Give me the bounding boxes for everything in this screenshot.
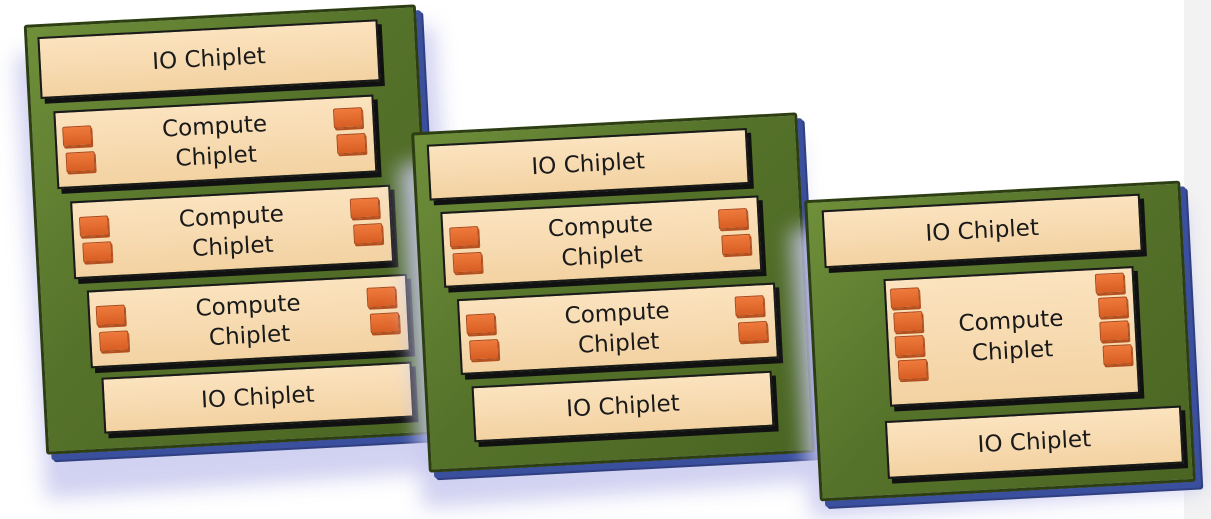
connector-pad [99,330,130,352]
connector-pad [349,197,380,219]
connector-pad [62,125,93,147]
io-chiplet-label: IO Chiplet [200,381,316,414]
connector-pad [465,313,496,335]
compute-chiplet-label: Compute Chiplet [194,290,302,352]
connector-pad [897,358,928,381]
compute-chiplet: Compute Chiplet [440,195,763,288]
io-chiplet-bottom: IO Chiplet [471,370,775,443]
package-three-chiplets: IO Chiplet Compute Chiplet IO Chiplet [804,180,1196,502]
compute-chiplet-label: Compute Chiplet [957,305,1065,367]
connector-pad [717,207,748,230]
io-chiplet-label: IO Chiplet [151,43,267,76]
compute-chiplet-label: Compute Chiplet [161,111,268,172]
compute-chiplet: Compute Chiplet [70,184,395,280]
connector-pad [95,304,126,327]
connector-pad [894,335,925,357]
connector-pad [721,233,752,256]
compute-chiplet: Compute Chiplet [86,273,411,369]
compute-chiplet: Compute Chiplet [456,282,779,375]
connector-pad [78,215,109,237]
io-chiplet-label: IO Chiplet [530,148,646,181]
io-chiplet-label: IO Chiplet [977,426,1092,459]
compute-chiplet-label: Compute Chiplet [563,298,671,359]
io-chiplet-bottom: IO Chiplet [101,361,415,434]
connector-pad [82,241,113,263]
connector-pad [469,339,500,361]
connector-pad [65,151,96,173]
io-chiplet-label: IO Chiplet [924,214,1040,247]
compute-chiplet-label: Compute Chiplet [178,201,285,262]
connector-pad [452,251,483,274]
connector-pad [1098,296,1129,318]
connector-pad [737,320,768,343]
connector-pad [336,132,367,155]
connector-pad [366,286,397,308]
connector-pad [332,107,363,129]
compute-chiplet-label: Compute Chiplet [547,210,654,272]
io-chiplet-bottom: IO Chiplet [884,405,1184,479]
io-chiplet-top: IO Chiplet [821,193,1143,269]
connector-pad [1094,272,1125,294]
connector-pad [369,312,400,334]
io-chiplet-top: IO Chiplet [426,127,750,201]
io-chiplet-top: IO Chiplet [37,19,381,99]
connector-pad [1102,344,1133,366]
compute-chiplet: Compute Chiplet [883,266,1141,407]
compute-chiplet: Compute Chiplet [53,94,378,190]
package-five-chiplets: IO Chiplet Compute Chiplet Compute Chipl… [23,4,439,455]
connector-pad [1099,320,1130,342]
connector-pad [893,311,924,333]
connector-pad [734,295,765,317]
io-chiplet-label: IO Chiplet [565,390,681,423]
connector-pad [889,287,921,309]
package-four-chiplets: IO Chiplet Compute Chiplet Compute Chipl… [411,112,815,473]
connector-pad [353,223,384,245]
connector-pad [449,226,480,248]
